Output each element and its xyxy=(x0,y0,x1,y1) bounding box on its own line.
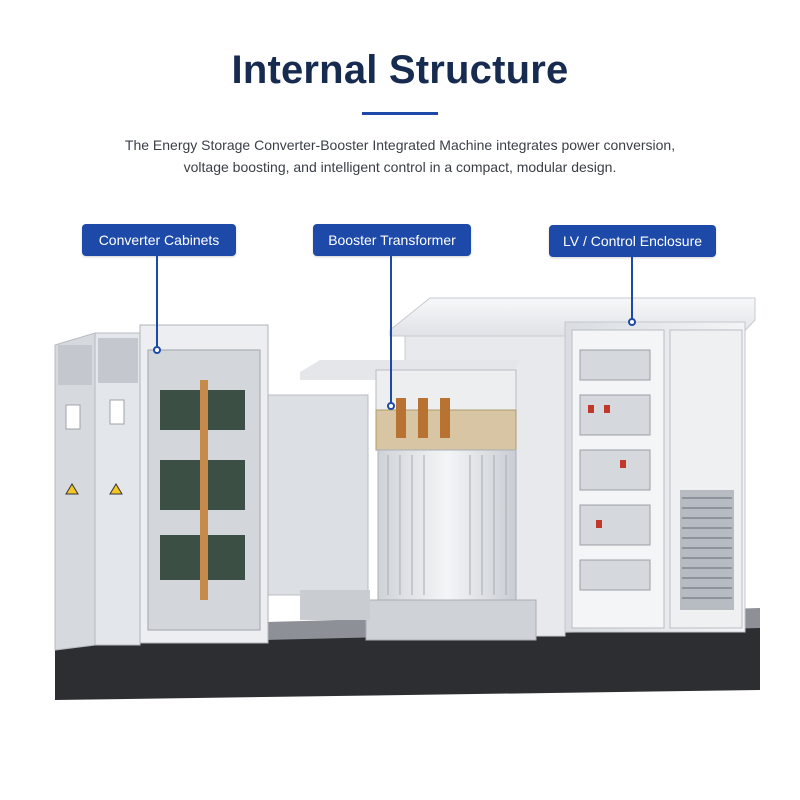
converter-cabinets xyxy=(54,324,269,651)
leader-dot-converter-cabinets xyxy=(153,346,161,354)
description-line-1: The Energy Storage Converter-Booster Int… xyxy=(124,137,676,153)
page-title: Internal Structure xyxy=(231,48,569,92)
leader-line-lv-control-enclosure xyxy=(631,257,633,321)
booster-transformer xyxy=(267,360,537,641)
page-description: The Energy Storage Converter-Booster Int… xyxy=(100,134,700,178)
description-line-2: voltage boosting, and intelligent contro… xyxy=(183,159,617,175)
callout-lv-control-enclosure: LV / Control Enclosure xyxy=(549,225,716,257)
callout-converter-cabinets: Converter Cabinets xyxy=(82,224,236,256)
leader-line-booster-transformer xyxy=(390,256,392,404)
leader-dot-lv-control-enclosure xyxy=(628,318,636,326)
callout-booster-transformer: Booster Transformer xyxy=(313,224,471,256)
leader-dot-booster-transformer xyxy=(387,402,395,410)
title-underline xyxy=(362,112,438,115)
leader-line-converter-cabinets xyxy=(156,256,158,348)
